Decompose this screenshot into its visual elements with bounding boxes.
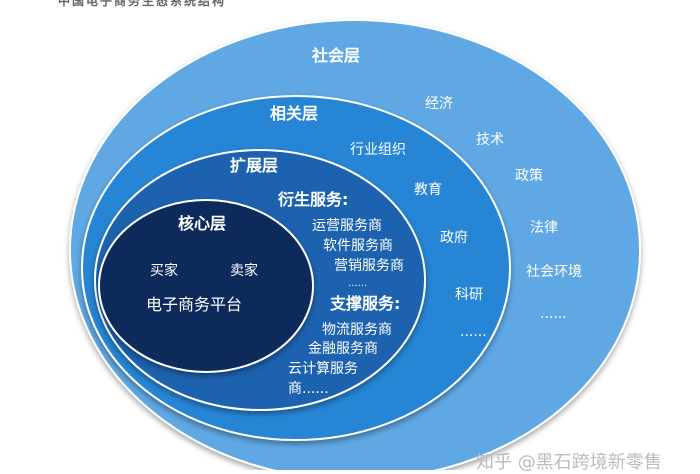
support-service-item: 云计算服务 <box>288 361 358 377</box>
social-item: 法律 <box>530 220 558 236</box>
support-service-item: 商...... <box>288 381 329 397</box>
extension-layer-label: 扩展层 <box>230 156 279 175</box>
social-layer-label: 社会层 <box>312 46 361 65</box>
derived-service-item: 运营服务商 <box>312 218 382 234</box>
related-item: 行业组织 <box>350 142 406 158</box>
related-item: 教育 <box>414 182 442 198</box>
social-item: ...... <box>540 306 567 322</box>
core-buyer: 买家 <box>150 263 178 279</box>
core-platform: 电子商务平台 <box>146 295 243 314</box>
derived-service-item: 营销服务商 <box>334 258 404 274</box>
watermark: 知乎 @黑石跨境新零售 <box>476 452 662 473</box>
social-item: 技术 <box>476 132 504 148</box>
core-layer-ellipse <box>98 199 314 373</box>
related-item: 科研 <box>455 287 483 303</box>
derived-service-item: 软件服务商 <box>323 238 393 254</box>
derived-service-item: ...... <box>348 278 368 289</box>
social-item: 经济 <box>425 96 453 112</box>
support-service-item: 物流服务商 <box>322 322 392 338</box>
related-item: ...... <box>460 324 487 340</box>
core-seller: 卖家 <box>230 263 258 279</box>
related-item: 政府 <box>440 230 468 246</box>
social-item: 政策 <box>515 168 543 184</box>
diagram-title: 中国电子商务生态系统结构 <box>58 0 227 8</box>
related-layer-label: 相关层 <box>270 104 319 123</box>
derived-services-heading: 衍生服务: <box>278 190 349 209</box>
support-service-item: 金融服务商 <box>308 341 378 357</box>
core-layer-label: 核心层 <box>178 214 227 233</box>
support-services-heading: 支撑服务: <box>330 294 401 313</box>
social-item: 社会环境 <box>526 264 582 280</box>
